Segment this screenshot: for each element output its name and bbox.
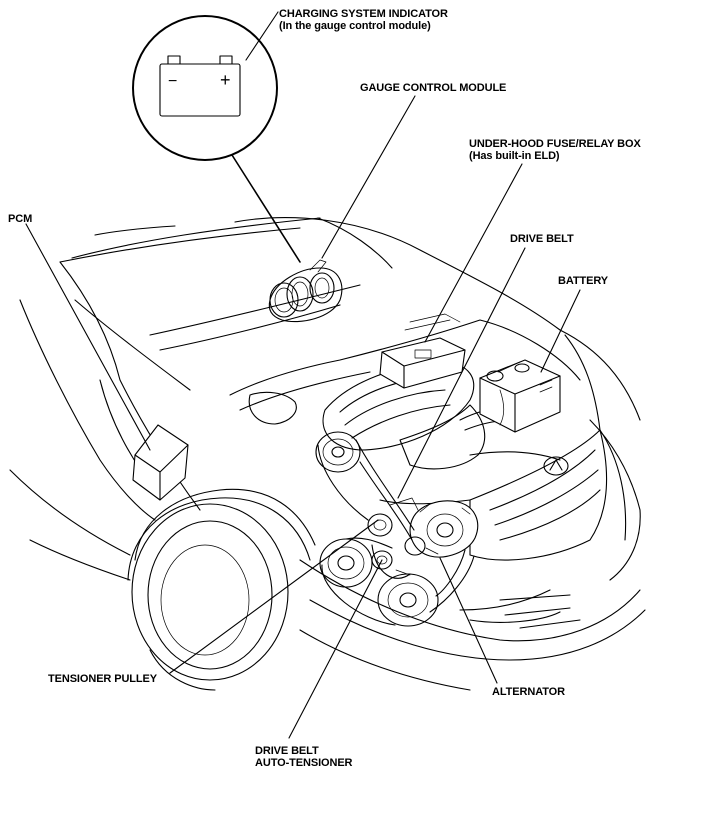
label-line: AUTO-TENSIONER [255,757,353,769]
label-gauge-control-module: GAUGE CONTROL MODULE [360,82,506,94]
label-line: (In the gauge control module) [279,20,431,32]
label-alternator: ALTERNATOR [492,686,565,698]
label-drive-belt-auto-tensioner: DRIVE BELT AUTO-TENSIONER [255,745,353,769]
label-line: ALTERNATOR [492,686,565,698]
leader-lines [25,11,581,739]
label-line: TENSIONER PULLEY [48,673,158,685]
label-line: GAUGE CONTROL MODULE [360,82,507,94]
label-line: PCM [8,213,33,225]
label-charging-system-indicator: CHARGING SYSTEM INDICATOR (In the gauge … [279,8,448,32]
belt-drive [315,431,479,627]
label-battery: BATTERY [558,275,608,287]
indicator-minus-symbol: − [168,73,178,90]
label-line: (Has built-in ELD) [469,150,560,162]
gauge-cluster [268,259,343,323]
label-line: DRIVE BELT [510,233,574,245]
car-body-outline [9,217,646,691]
label-line: CHARGING SYSTEM INDICATOR [279,8,448,20]
label-tensioner-pulley: TENSIONER PULLEY [48,673,157,685]
indicator-plus-symbol: + [220,70,231,90]
label-line: UNDER-HOOD FUSE/RELAY BOX [469,138,641,150]
label-line: BATTERY [558,275,609,287]
indicator-callout [132,15,278,161]
label-under-hood-fuse-relay-box: UNDER-HOOD FUSE/RELAY BOX (Has built-in … [469,138,641,162]
label-drive-belt: DRIVE BELT [510,233,574,245]
engine-bay [229,313,581,470]
pcm-module [132,424,189,501]
label-pcm: PCM [8,213,32,225]
label-line: DRIVE BELT [255,745,319,757]
